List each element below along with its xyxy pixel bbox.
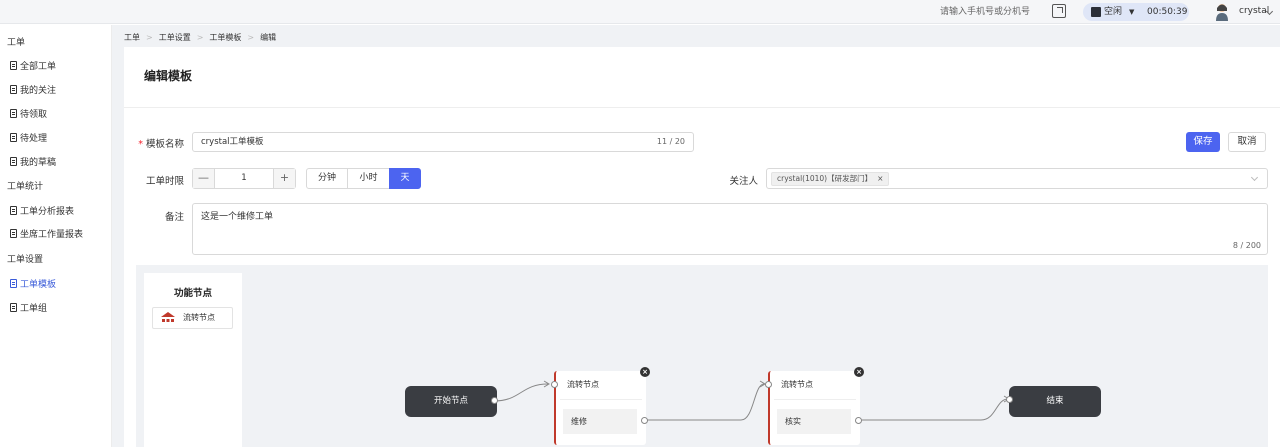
char-count: 11 / 20 <box>656 137 685 146</box>
sidebar-item-following[interactable]: 我的关注 <box>10 83 56 96</box>
edit-template-card: 编辑模板 * 模板名称 crystal工单模板 11 / 20 保存 取消 工单… <box>124 47 1280 447</box>
palette-title: 功能节点 <box>173 288 212 299</box>
divider <box>560 399 642 400</box>
palette-flow-node[interactable]: 流转节点 <box>152 307 233 329</box>
remark-textarea[interactable]: 这是一个维修工单 8 / 200 <box>192 203 1268 255</box>
document-icon <box>10 303 17 312</box>
breadcrumb-current: 编辑 <box>260 33 277 42</box>
status-timer: 00:50:39 <box>1147 7 1188 17</box>
time-limit-label: 工单时限 <box>145 176 184 187</box>
document-icon <box>10 109 17 118</box>
document-icon <box>10 157 17 166</box>
breadcrumb-separator: > <box>196 33 204 42</box>
document-icon <box>10 133 17 142</box>
flow-node-title: 流转节点 <box>781 380 813 389</box>
flow-node-cell[interactable]: 维修 <box>563 409 637 434</box>
flow-node-title: 流转节点 <box>567 380 599 389</box>
remark-value: 这是一个维修工单 <box>201 212 274 222</box>
flow-edges <box>493 380 1010 421</box>
unit-minute[interactable]: 分钟 <box>306 168 348 189</box>
divider <box>774 399 856 400</box>
decrement-button[interactable]: — <box>193 169 215 188</box>
avatar[interactable] <box>1214 2 1230 21</box>
flow-node-repair[interactable]: 流转节点 维修 <box>554 371 646 445</box>
watcher-label: 关注人 <box>729 176 758 187</box>
unit-hour[interactable]: 小时 <box>347 168 390 189</box>
top-bar: 请输入手机号或分机号 空闲 ▼ 00:50:39 crystal <box>0 0 1280 24</box>
sidebar-item-analysis-report[interactable]: 工单分析报表 <box>10 204 74 217</box>
main-area: 工单 > 工单设置 > 工单模板 > 编辑 编辑模板 * 模板名称 crysta… <box>112 25 1280 447</box>
status-label: 空闲 <box>1104 7 1123 17</box>
flow-node-cell[interactable]: 核实 <box>777 409 851 434</box>
document-icon <box>10 61 17 70</box>
caret-down-icon: ▼ <box>1129 8 1135 16</box>
output-port[interactable] <box>491 397 498 404</box>
close-icon[interactable]: × <box>854 367 864 377</box>
required-mark: * <box>138 139 143 150</box>
char-count: 8 / 200 <box>1232 241 1261 250</box>
document-icon <box>10 85 17 94</box>
end-node[interactable]: 结束 <box>1009 386 1101 417</box>
input-port[interactable] <box>551 381 558 388</box>
sidebar: 工单 全部工单 我的关注 待领取 待处理 我的草稿 工单统计 工单分析报表 坐席… <box>0 25 112 447</box>
input-port[interactable] <box>765 381 772 388</box>
breadcrumb-item[interactable]: 工单 <box>124 33 140 42</box>
document-icon <box>10 206 17 215</box>
breadcrumb-separator: > <box>247 33 255 42</box>
flow-node-icon <box>161 312 175 322</box>
breadcrumb-item[interactable]: 工单模板 <box>209 33 242 42</box>
status-icon <box>1091 7 1101 17</box>
unit-day[interactable]: 天 <box>389 168 421 189</box>
start-node[interactable]: 开始节点 <box>405 386 497 417</box>
document-icon <box>10 229 17 238</box>
node-palette: 功能节点 流转节点 <box>144 273 242 447</box>
close-icon[interactable]: × <box>640 367 650 377</box>
sidebar-item-to-process[interactable]: 待处理 <box>10 131 47 144</box>
phone-input[interactable]: 请输入手机号或分机号 <box>940 7 1031 17</box>
page-title: 编辑模板 <box>144 69 193 83</box>
tag-close-icon[interactable]: × <box>877 174 884 183</box>
time-limit-stepper: — 1 + <box>192 168 296 189</box>
remark-label: 备注 <box>164 212 184 223</box>
sidebar-group-workorder: 工单 <box>7 38 26 48</box>
sidebar-item-drafts[interactable]: 我的草稿 <box>10 155 56 168</box>
sidebar-group-stats: 工单统计 <box>7 182 44 192</box>
flow-canvas[interactable]: 功能节点 流转节点 开始节点 流转节点 维修 <box>136 265 1268 447</box>
flow-node-verify[interactable]: 流转节点 核实 <box>768 371 860 445</box>
user-name[interactable]: crystal <box>1239 6 1270 16</box>
document-icon <box>10 279 17 288</box>
watcher-tag: crystal(1010)【研发部门】 × <box>771 172 890 186</box>
dial-icon[interactable] <box>1052 4 1066 18</box>
template-name-input[interactable]: crystal工单模板 11 / 20 <box>192 132 694 152</box>
sidebar-item-templates[interactable]: 工单模板 <box>10 277 56 290</box>
output-port[interactable] <box>641 417 648 424</box>
sidebar-group-settings: 工单设置 <box>7 255 44 265</box>
input-port[interactable] <box>1006 396 1013 403</box>
breadcrumb-separator: > <box>146 33 153 42</box>
divider <box>124 107 1280 108</box>
cancel-button[interactable]: 取消 <box>1228 132 1266 152</box>
sidebar-item-all[interactable]: 全部工单 <box>10 59 56 72</box>
breadcrumb-item[interactable]: 工单设置 <box>158 33 191 42</box>
template-name-label: * 模板名称 <box>138 139 184 150</box>
sidebar-item-groups[interactable]: 工单组 <box>10 301 47 314</box>
watcher-select[interactable]: crystal(1010)【研发部门】 × <box>766 168 1268 189</box>
sidebar-item-to-claim[interactable]: 待领取 <box>10 107 47 120</box>
template-name-value: crystal工单模板 <box>201 137 264 147</box>
time-limit-input[interactable]: 1 <box>241 173 247 183</box>
increment-button[interactable]: + <box>273 169 295 188</box>
sidebar-item-workload-report[interactable]: 坐席工作量报表 <box>10 227 83 240</box>
chevron-down-icon <box>1250 173 1259 182</box>
agent-status[interactable]: 空闲 ▼ 00:50:39 <box>1083 3 1189 21</box>
breadcrumb: 工单 > 工单设置 > 工单模板 > 编辑 <box>124 32 276 43</box>
save-button[interactable]: 保存 <box>1186 132 1220 152</box>
output-port[interactable] <box>855 417 862 424</box>
